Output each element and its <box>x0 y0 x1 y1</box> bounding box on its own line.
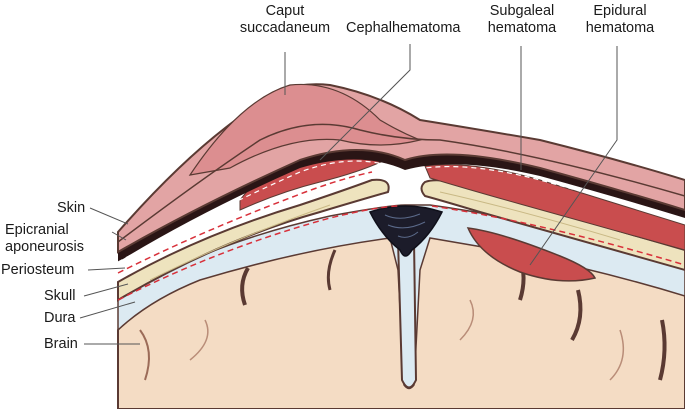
sagittal-sinus <box>368 205 444 257</box>
skull-texture <box>439 191 621 241</box>
leader-skin <box>89 207 129 225</box>
brain-sulcus <box>189 319 209 361</box>
epicranial-label: Epicranial aponeurosis <box>5 222 84 256</box>
brain-sulcus <box>240 266 250 306</box>
brain-label: Brain <box>44 336 78 352</box>
subgaleal-hematoma <box>424 164 685 251</box>
sinus-texture <box>384 213 426 238</box>
galea-dashed-line <box>117 160 685 263</box>
brain-sulcus <box>459 299 475 341</box>
leader-skull <box>83 283 129 297</box>
dura-label: Dura <box>44 310 76 326</box>
dura-dashed-line <box>117 205 685 301</box>
caput-label: Caput succadaneum <box>232 3 338 37</box>
leader-lines <box>79 44 618 345</box>
subgaleal-label: Subgaleal hematoma <box>480 3 564 37</box>
brain-sulcus <box>570 289 583 342</box>
skin-inner-line <box>117 123 685 243</box>
cephalhematoma-label: Cephalhematoma <box>346 20 461 36</box>
brain-sulcus <box>658 319 667 381</box>
skull-label: Skull <box>44 288 76 304</box>
epicranial-label-line1: Epicranial <box>5 222 69 238</box>
epidural-hematoma <box>466 227 597 282</box>
brain-sulcus <box>326 249 337 291</box>
epidural-label-line1: Epidural <box>593 3 647 19</box>
leader-epidural <box>529 46 618 266</box>
subgaleal-label-line2: hematoma <box>487 20 557 36</box>
skull-texture <box>149 204 331 281</box>
caput-succedaneum <box>188 83 422 176</box>
leader-epicranial <box>111 231 127 241</box>
brain-sulcus <box>139 329 150 381</box>
subgaleal-label-line1: Subgaleal <box>489 3 555 19</box>
epicranial-label-line2: aponeurosis <box>5 239 84 255</box>
caput-label-line1: Caput <box>265 3 305 19</box>
epidural-label-line2: hematoma <box>585 20 655 36</box>
periosteum-label: Periosteum <box>1 262 75 278</box>
epidural-label: Epidural hematoma <box>580 3 660 37</box>
brain-sulcus <box>609 329 625 381</box>
caput-label-line2: succadaneum <box>239 20 331 36</box>
skin-label: Skin <box>57 200 86 216</box>
leader-periosteum <box>87 267 126 271</box>
falx-cerebri <box>396 237 418 389</box>
leader-dura <box>79 301 136 319</box>
leader-cephalhematoma <box>319 44 411 161</box>
